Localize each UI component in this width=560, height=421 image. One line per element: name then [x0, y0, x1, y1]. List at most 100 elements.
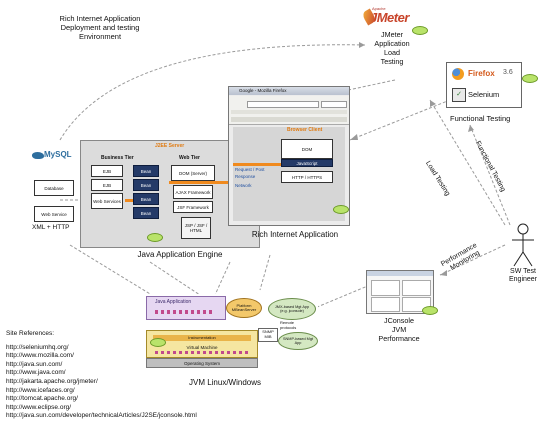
j2ee-server-label: J2EE Server — [155, 143, 185, 149]
web-tier-label: Web Tier — [179, 155, 200, 161]
database-box: Database — [34, 180, 74, 196]
site-references: Site References: http://seleniumhq.org/ … — [6, 330, 306, 421]
browser-client-label: Browser Client — [287, 127, 323, 133]
engineer-caption-1: SW Test — [510, 268, 536, 275]
vm-dots — [155, 351, 249, 354]
site-references-heading: Site References: — [6, 330, 55, 337]
functional-testing-label: Functional Testing — [450, 114, 511, 123]
java-application-panel: Java Application — [146, 296, 226, 320]
database-label: Database — [44, 185, 64, 191]
connector-jmeter-ria — [324, 79, 396, 96]
engineer-block: SW Test Engineer — [498, 222, 548, 294]
browser-bookmark-bar — [231, 110, 347, 114]
java-engine-caption: Java Application Engine — [137, 250, 223, 259]
stick-figure-icon — [512, 223, 534, 267]
http-box: HTTP / HTTPS — [281, 171, 333, 183]
web-services-label: Web Services — [93, 198, 121, 204]
site-reference-link[interactable]: http://tomcat.apache.org/ — [6, 395, 78, 403]
engineer-caption: SW Test Engineer — [498, 268, 548, 284]
browser-address-bar[interactable] — [247, 101, 319, 108]
jsp-label: JSP / JSF / HTML — [184, 223, 208, 233]
web-service-box: Web Service — [34, 206, 74, 222]
jmeter-logo-prefix: Apache — [372, 6, 386, 11]
virtual-machine-label: Virtual Machine — [186, 345, 218, 350]
selenium-label: Selenium — [468, 90, 500, 99]
jconsole-caption-3: Performance — [378, 334, 420, 343]
bean-label-3: Bean — [140, 196, 152, 202]
ejb-label-2: EJB — [102, 182, 112, 188]
ria-caption: Rich Internet Application — [251, 230, 339, 239]
site-reference-link[interactable]: http://java.sun.com/developer/technicalA… — [6, 412, 197, 420]
snmp-agent-box: SNMP MIB — [258, 328, 278, 342]
snmp-app-label: SNMP-based Mgt App — [283, 336, 313, 345]
functional-testing-block: Firefox 3.6 ✓ Selenium Functional Testin… — [446, 62, 554, 132]
mysql-dolphin-icon — [32, 152, 44, 159]
operating-system-bar: Operating System — [146, 358, 258, 368]
web-service-label: Web Service — [41, 211, 67, 217]
tool-panel: Firefox 3.6 ✓ Selenium — [446, 62, 522, 108]
javascript-box: JavaScript — [281, 159, 333, 167]
web-services-box: Web Services — [91, 193, 123, 209]
firefox-version: 3.6 — [503, 69, 513, 76]
selenium-icon: ✓ — [452, 88, 466, 102]
jconsole-caption-1: JConsole — [384, 316, 414, 325]
xml-http-label: XML + HTTP — [32, 224, 70, 231]
network-label: Network — [235, 183, 252, 188]
site-reference-link[interactable]: http://www.icefaces.org/ — [6, 386, 75, 394]
java-application-label: Java Application — [155, 299, 192, 305]
jsp-box: JSP / JSF / HTML — [181, 217, 211, 239]
operating-system-label: Operating System — [183, 360, 220, 366]
title-line-3: Environment — [78, 32, 122, 41]
http-label: HTTP / HTTPS — [291, 174, 323, 180]
dom-server-box: DOM (Server) — [171, 165, 215, 181]
javascript-label: JavaScript — [296, 160, 318, 166]
jconsole-graph-1 — [371, 280, 400, 296]
database-block: MySQL Database Web Service XML + HTTP — [26, 146, 84, 246]
site-reference-link[interactable]: http://www.mozilla.com/ — [6, 352, 74, 360]
site-reference-link[interactable]: http://jakarta.apache.org/jmeter/ — [6, 377, 98, 385]
connector-engineer-jmeter — [429, 99, 506, 226]
business-tier-label: Business Tier — [101, 155, 134, 161]
site-reference-link[interactable]: http://www.java.com/ — [6, 369, 66, 377]
browser-search-box[interactable] — [321, 101, 347, 108]
jmeter-caption: JMeter Application Load Testing — [358, 30, 426, 66]
firefox-label: Firefox — [468, 69, 495, 78]
mysql-logo: MySQL — [44, 150, 72, 159]
jconsole-status-oval — [422, 306, 438, 315]
jconsole-block: JConsole JVM Performance — [366, 270, 446, 360]
request-label: Request / Post — [235, 167, 265, 172]
jmeter-logo-text: JMeter — [370, 10, 409, 25]
connector-db-jvm — [69, 244, 161, 301]
browser-title-bar: Google - Mozilla Firefox — [229, 87, 349, 95]
connector-jconsole-jvm — [309, 284, 371, 311]
jmeter-status-oval — [412, 26, 428, 35]
jconsole-graph-2 — [402, 280, 431, 296]
bean-box-4: Bean — [133, 207, 159, 219]
dom-label: DOM — [301, 146, 313, 152]
browser-tab-strip — [231, 117, 347, 122]
ria-browser-window: Google - Mozilla Firefox Browser Client … — [228, 86, 350, 226]
ejb-box-2: EJB — [91, 179, 123, 191]
jvm-status-oval — [150, 338, 166, 347]
site-reference-link[interactable]: http://seleniumhq.org/ — [6, 343, 69, 351]
browser-title: Google - Mozilla Firefox — [239, 88, 287, 93]
jsf-framework-label: JSF Framework — [177, 204, 209, 210]
site-reference-link[interactable]: http://java.sun.com/ — [6, 360, 63, 368]
engine-orange-bar-2 — [125, 199, 133, 202]
ria-orange-bar-1 — [233, 163, 281, 166]
jmeter-caption-1: JMeter — [381, 30, 403, 39]
ejb-label-1: EJB — [102, 168, 112, 174]
title-line-1: Rich Internet Application — [59, 14, 141, 23]
connector-ria-jvm — [259, 254, 271, 291]
engine-status-oval — [147, 233, 163, 242]
engineer-caption-2: Engineer — [508, 276, 538, 283]
mbean-dots — [155, 310, 215, 314]
jmeter-caption-4: Testing — [380, 57, 404, 66]
site-reference-link[interactable]: http://www.eclipse.org/ — [6, 403, 72, 411]
jconsole-graph-3 — [371, 297, 400, 312]
connector-firefox-ria — [349, 97, 456, 141]
snmp-app-oval: SNMP-based Mgt App — [278, 332, 318, 350]
browser-toolbar — [229, 96, 349, 125]
ajax-framework-box: AJAX Framework — [173, 185, 213, 199]
